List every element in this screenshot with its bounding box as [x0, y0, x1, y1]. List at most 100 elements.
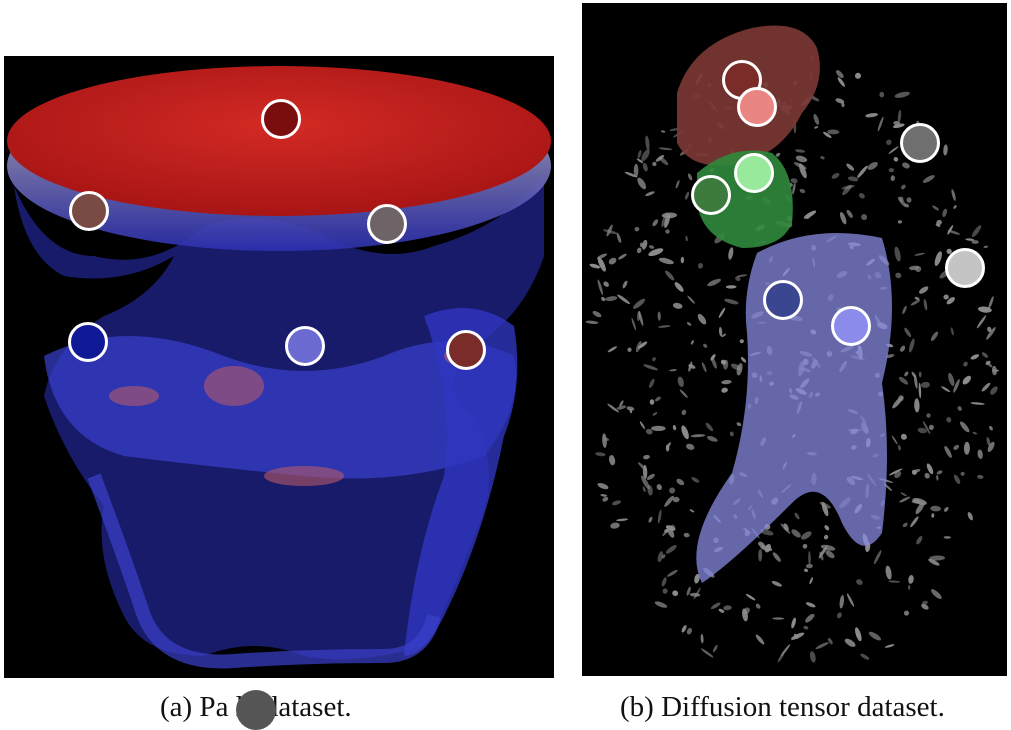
tensor-glyph [912, 469, 921, 473]
tensor-glyph [657, 551, 664, 563]
tensor-glyph [710, 354, 716, 361]
tensor-glyph [686, 322, 692, 326]
tensor-glyph [835, 70, 844, 79]
tensor-glyph [988, 296, 994, 310]
tensor-glyph [944, 506, 949, 512]
color-marker [285, 326, 325, 366]
tensor-glyph [908, 585, 911, 590]
tensor-glyph [669, 369, 677, 372]
tensor-glyph [637, 310, 641, 321]
tensor-glyph [922, 421, 931, 435]
tensor-glyph [820, 156, 825, 160]
tensor-glyph [721, 379, 732, 385]
diffusion-tensor-image [582, 3, 1007, 676]
tensor-glyph [911, 371, 917, 378]
tensor-glyph [791, 617, 796, 629]
tensor-glyph [710, 602, 721, 610]
tensor-glyph [683, 532, 690, 538]
tensor-glyph [910, 516, 919, 528]
tensor-glyph [697, 313, 707, 325]
tensor-glyph [865, 113, 879, 118]
tensor-glyph [965, 238, 975, 241]
tensor-glyph [652, 412, 658, 416]
tensor-glyph [608, 455, 616, 466]
tensor-glyph [962, 375, 971, 385]
tensor-glyph [721, 387, 728, 393]
tensor-glyph [626, 406, 635, 411]
tensor-glyph [915, 502, 925, 515]
tensor-glyph [902, 162, 910, 169]
tensor-glyph [645, 135, 650, 151]
tensor-glyph [894, 91, 910, 98]
tensor-glyph [914, 252, 925, 256]
tensor-glyph [689, 592, 701, 597]
tensor-glyph [656, 484, 662, 491]
tensor-glyph [855, 72, 861, 79]
tensor-glyph [985, 360, 991, 366]
tensor-glyph [891, 435, 898, 445]
tensor-glyph [803, 210, 817, 219]
tensor-glyph [892, 396, 903, 409]
tensor-glyph [712, 644, 718, 653]
tensor-glyph [895, 272, 902, 279]
tensor-glyph [669, 487, 676, 494]
tensor-glyph [691, 477, 700, 483]
tensor-glyph [658, 325, 671, 328]
tensor-glyph [936, 474, 939, 481]
tensor-glyph [900, 492, 907, 497]
tensor-glyph [901, 184, 906, 190]
tensor-glyph [879, 91, 885, 98]
tensor-glyph [610, 522, 620, 529]
tensor-glyph [780, 644, 791, 657]
tensor-glyph [607, 403, 620, 413]
tensor-glyph [603, 281, 609, 287]
tensor-glyph [622, 280, 628, 289]
tensor-glyph [935, 223, 941, 227]
tensor-glyph [772, 552, 781, 562]
tensor-glyph [987, 326, 992, 333]
tensor-glyph [624, 171, 638, 178]
tensor-glyph [825, 550, 835, 559]
tensor-glyph [690, 340, 694, 345]
tensor-glyph [793, 162, 807, 170]
tensor-glyph [953, 444, 960, 450]
tensor-glyph [910, 299, 921, 306]
tensor-glyph [616, 518, 629, 522]
tensor-glyph [930, 331, 939, 342]
tensor-glyph [736, 422, 742, 427]
tensor-glyph [897, 445, 901, 451]
tensor-glyph [794, 512, 800, 520]
tensor-glyph [981, 352, 989, 358]
tensor-glyph [990, 386, 998, 395]
tensor-glyph [616, 405, 627, 410]
tensor-glyph [718, 326, 723, 337]
tensor-glyph [986, 437, 991, 447]
tensor-glyph [936, 470, 943, 475]
tensor-glyph [861, 214, 868, 221]
tensor-glyph [926, 463, 934, 475]
tensor-glyph [846, 209, 853, 218]
tensor-glyph [923, 299, 928, 311]
caption-b: (b) Diffusion tensor dataset. [620, 691, 945, 723]
tensor-glyph [823, 131, 832, 138]
tensor-glyph [803, 568, 809, 573]
tensor-glyph [917, 427, 927, 434]
tensor-glyph [643, 364, 658, 371]
tensor-glyph [642, 162, 648, 172]
tensor-glyph [723, 605, 732, 611]
tensor-glyph [641, 475, 650, 490]
tensor-glyph [675, 179, 680, 189]
tensor-glyph [867, 161, 878, 170]
tensor-glyph [602, 496, 609, 502]
tensor-glyph [929, 555, 945, 561]
tensor-glyph [809, 651, 816, 663]
color-marker [737, 87, 777, 127]
tensor-glyph [662, 528, 670, 537]
tensor-glyph [686, 443, 695, 450]
tensor-glyph [976, 315, 987, 329]
tensor-glyph [701, 648, 714, 658]
tensor-glyph [902, 522, 908, 528]
tensor-glyph [681, 625, 687, 633]
tensor-glyph [745, 593, 756, 601]
tensor-glyph [888, 168, 895, 173]
